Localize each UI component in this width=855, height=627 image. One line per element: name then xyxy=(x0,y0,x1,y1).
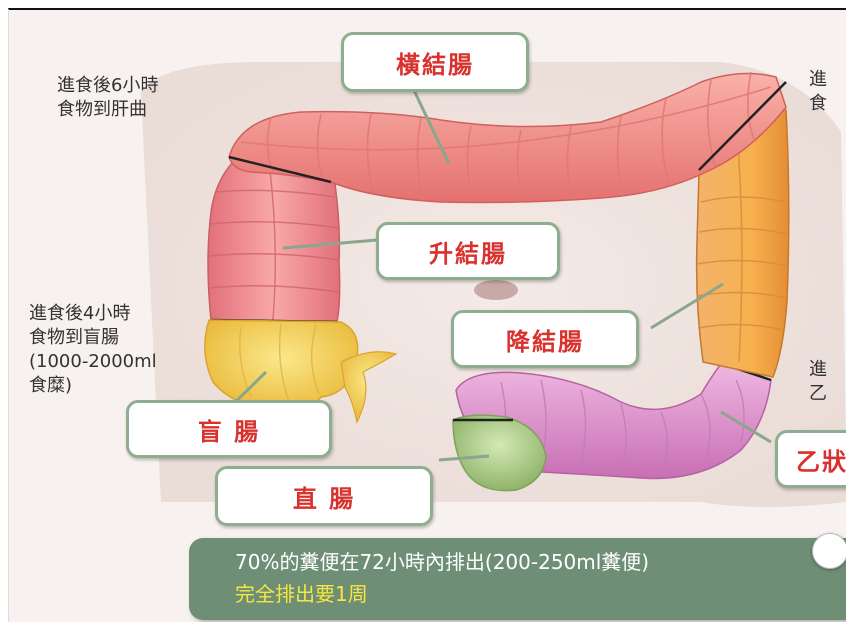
label-descending-colon: 降結腸 xyxy=(451,310,639,368)
note-line: 進食後4小時 xyxy=(29,302,157,326)
note-line: (1000-2000ml xyxy=(29,350,157,374)
note-line: 進食後6小時 xyxy=(57,74,158,98)
note-line: 進 xyxy=(809,68,827,92)
label-ascending-colon: 升結腸 xyxy=(376,222,560,280)
note-line: 食 xyxy=(809,92,827,116)
banner-line-1: 70%的糞便在72小時內排出(200-250ml糞便) xyxy=(235,546,649,575)
note-line: 乙 xyxy=(809,382,827,406)
label-rectum: 直 腸 xyxy=(215,466,433,526)
diagram-frame: 進食後6小時 食物到肝曲 進食後4小時 食物到盲腸 (1000-2000ml 食… xyxy=(8,8,847,622)
floating-circle-button[interactable] xyxy=(812,533,847,569)
navel xyxy=(474,280,518,300)
label-sigmoid-colon: 乙狀 xyxy=(775,430,847,488)
note-four-hours: 進食後4小時 食物到盲腸 (1000-2000ml 食糜) xyxy=(29,302,157,398)
note-line: 食糜) xyxy=(29,374,157,398)
note-line: 進 xyxy=(809,358,827,382)
note-right-top: 進 食 xyxy=(809,68,827,116)
note-right-mid: 進 乙 xyxy=(809,358,827,406)
note-line: 食物到盲腸 xyxy=(29,326,157,350)
right-margin xyxy=(846,0,855,627)
note-line: 食物到肝曲 xyxy=(57,98,158,122)
note-six-hours: 進食後6小時 食物到肝曲 xyxy=(57,74,158,122)
label-cecum: 盲 腸 xyxy=(126,400,332,458)
label-transverse-colon: 橫結腸 xyxy=(341,32,529,92)
banner-line-2: 完全排出要1周 xyxy=(235,578,368,607)
